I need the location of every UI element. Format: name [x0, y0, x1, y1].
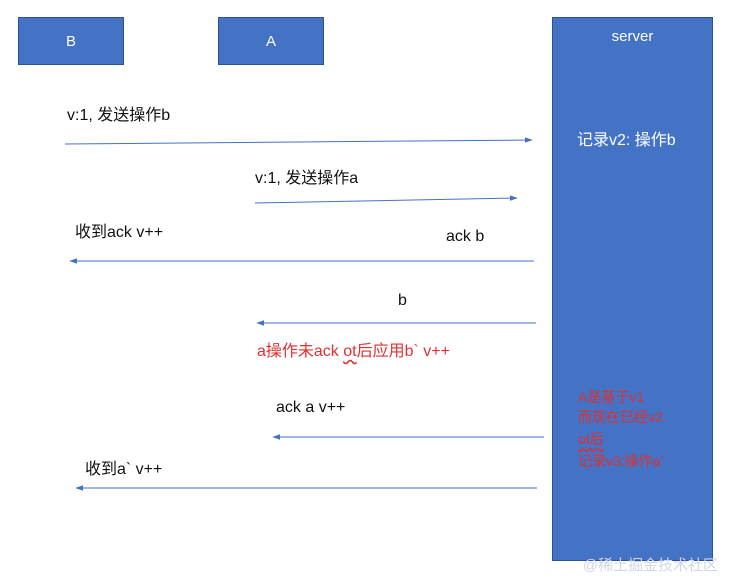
msg-a-ot-suffix: 后应用b` v++	[356, 343, 450, 360]
node-b-label: B	[65, 32, 76, 50]
msg-ack-a: ack a v++	[276, 399, 346, 416]
server-note-a-line4: 记录v3:操作a`	[578, 453, 666, 469]
arrow-a-to-server	[254, 195, 518, 204]
msg-b-send: v:1, 发送操作b	[67, 107, 171, 124]
msg-b-forward: b	[398, 292, 407, 309]
server-note-a-line3: ot后	[578, 431, 604, 447]
server-note-a-line2: 而现在已经v2	[578, 409, 663, 425]
msg-a-ot-prefix: a操作未ack	[257, 343, 344, 360]
server-record-b: 记录v2: 操作b	[577, 132, 676, 149]
watermark: @稀土掘金技术社区	[582, 557, 718, 574]
arrow-b-to-server	[64, 137, 533, 145]
msg-a-ot-word: ot	[343, 343, 357, 360]
msg-a-ot-note: a操作未ack ot后应用b` v++	[257, 337, 450, 361]
node-server: server	[552, 17, 713, 561]
msg-b-received-ack: 收到ack v++	[75, 224, 164, 241]
msg-a-send: v:1, 发送操作a	[255, 170, 359, 187]
node-server-label: server	[611, 28, 654, 45]
server-note-a-line1: A是基于v1	[578, 389, 645, 405]
msg-b-received-a-prime: 收到a` v++	[85, 461, 163, 478]
node-b: B	[18, 17, 124, 65]
msg-ack-b: ack b	[446, 228, 485, 245]
node-a-label: A	[265, 32, 276, 50]
node-a: A	[218, 17, 324, 65]
